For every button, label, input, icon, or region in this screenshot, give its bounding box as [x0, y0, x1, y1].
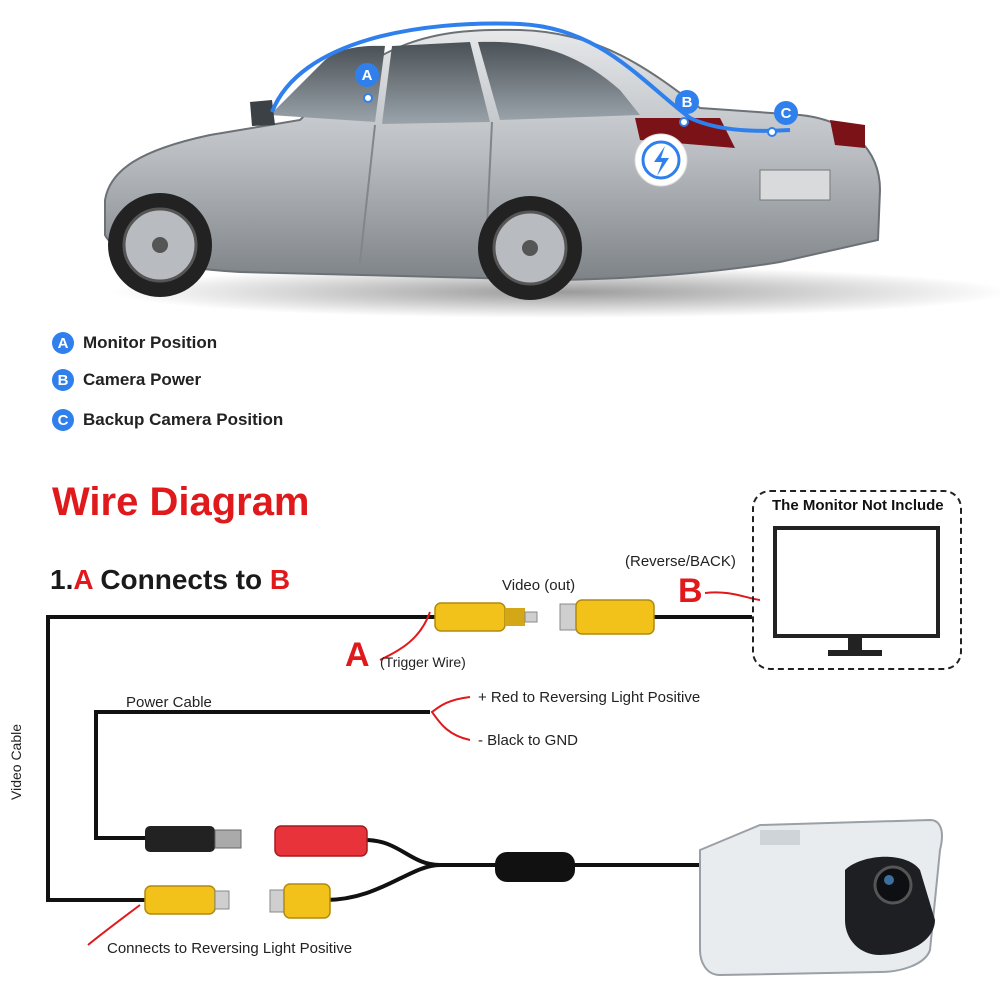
power-cable-label: Power Cable: [126, 694, 212, 711]
marker-b-label: B: [681, 93, 693, 111]
red-power-socket: [274, 825, 368, 857]
power-cable-wire: [94, 710, 430, 840]
reverse-back-label: (Reverse/BACK): [625, 553, 736, 570]
legend-item-camera: C Backup Camera Position: [52, 409, 283, 431]
legend-badge-c-icon: C: [52, 409, 74, 431]
subtitle-a: A: [73, 564, 93, 595]
marker-a-label: A: [361, 66, 373, 84]
legend-text-monitor: Monitor Position: [83, 333, 218, 352]
point-b: [679, 117, 689, 127]
rca-bottom-male-connector: [144, 885, 230, 915]
marker-b-icon: B: [675, 90, 699, 114]
camera-harness-wire: [364, 838, 500, 867]
car-rear-wheel: [478, 196, 582, 300]
point-a: [363, 93, 373, 103]
car-taillight-right: [830, 120, 865, 148]
monitor-icon: [773, 526, 940, 656]
black-wire-label: - Black to GND: [478, 732, 579, 749]
subtitle-mid: Connects to: [92, 564, 270, 595]
car-rear-window: [478, 41, 640, 120]
legend-item-monitor: A Monitor Position: [52, 332, 217, 354]
backup-camera-icon: [699, 818, 943, 977]
wire-diagram-title: Wire Diagram: [52, 480, 310, 524]
monitor-dashed-frame: [752, 490, 962, 670]
inline-module: [495, 852, 575, 882]
reversing-light-label: Connects to Reversing Light Positive: [107, 940, 353, 957]
cable-route: [270, 21, 791, 133]
monitor-input-letter: B: [678, 572, 703, 610]
point-c: [767, 127, 777, 137]
connection-subtitle: 1.A Connects to B: [50, 564, 290, 596]
monitor-not-included-label: The Monitor Not Include: [772, 497, 944, 514]
rca-video-out-connector: [559, 599, 655, 635]
red-wire-label: + Red to Reversing Light Positive: [478, 689, 701, 706]
legend-text-power: Camera Power: [83, 370, 202, 389]
car-illustration: [104, 21, 1000, 318]
dc-power-plug: [145, 826, 242, 852]
legend-text-camera: Backup Camera Position: [83, 410, 284, 429]
trigger-letter: A: [345, 636, 370, 674]
trigger-wire-label: (Trigger Wire): [380, 654, 466, 670]
car-side-mirror: [250, 100, 275, 126]
rca-bottom-female-connector: [269, 883, 331, 919]
legend-item-power: B Camera Power: [52, 369, 201, 391]
car-license-plate: [759, 169, 831, 201]
marker-c-icon: C: [774, 101, 798, 125]
subtitle-b: B: [269, 564, 291, 595]
rca-trigger-connector: [434, 602, 538, 632]
legend-badge-b-icon: B: [52, 369, 74, 391]
video-out-label: Video (out): [502, 577, 576, 594]
video-cable-wire: [46, 615, 440, 902]
legend-badge-a-icon: A: [52, 332, 74, 354]
marker-a-icon: A: [355, 63, 379, 87]
video-cable-label: Video Cable: [8, 723, 24, 800]
marker-c-label: C: [780, 104, 792, 122]
car-windshield: [270, 45, 385, 122]
car-front-window: [382, 42, 490, 124]
subtitle-prefix: 1.: [50, 564, 74, 595]
car-front-wheel: [108, 193, 212, 297]
power-bolt-icon: [634, 133, 688, 187]
